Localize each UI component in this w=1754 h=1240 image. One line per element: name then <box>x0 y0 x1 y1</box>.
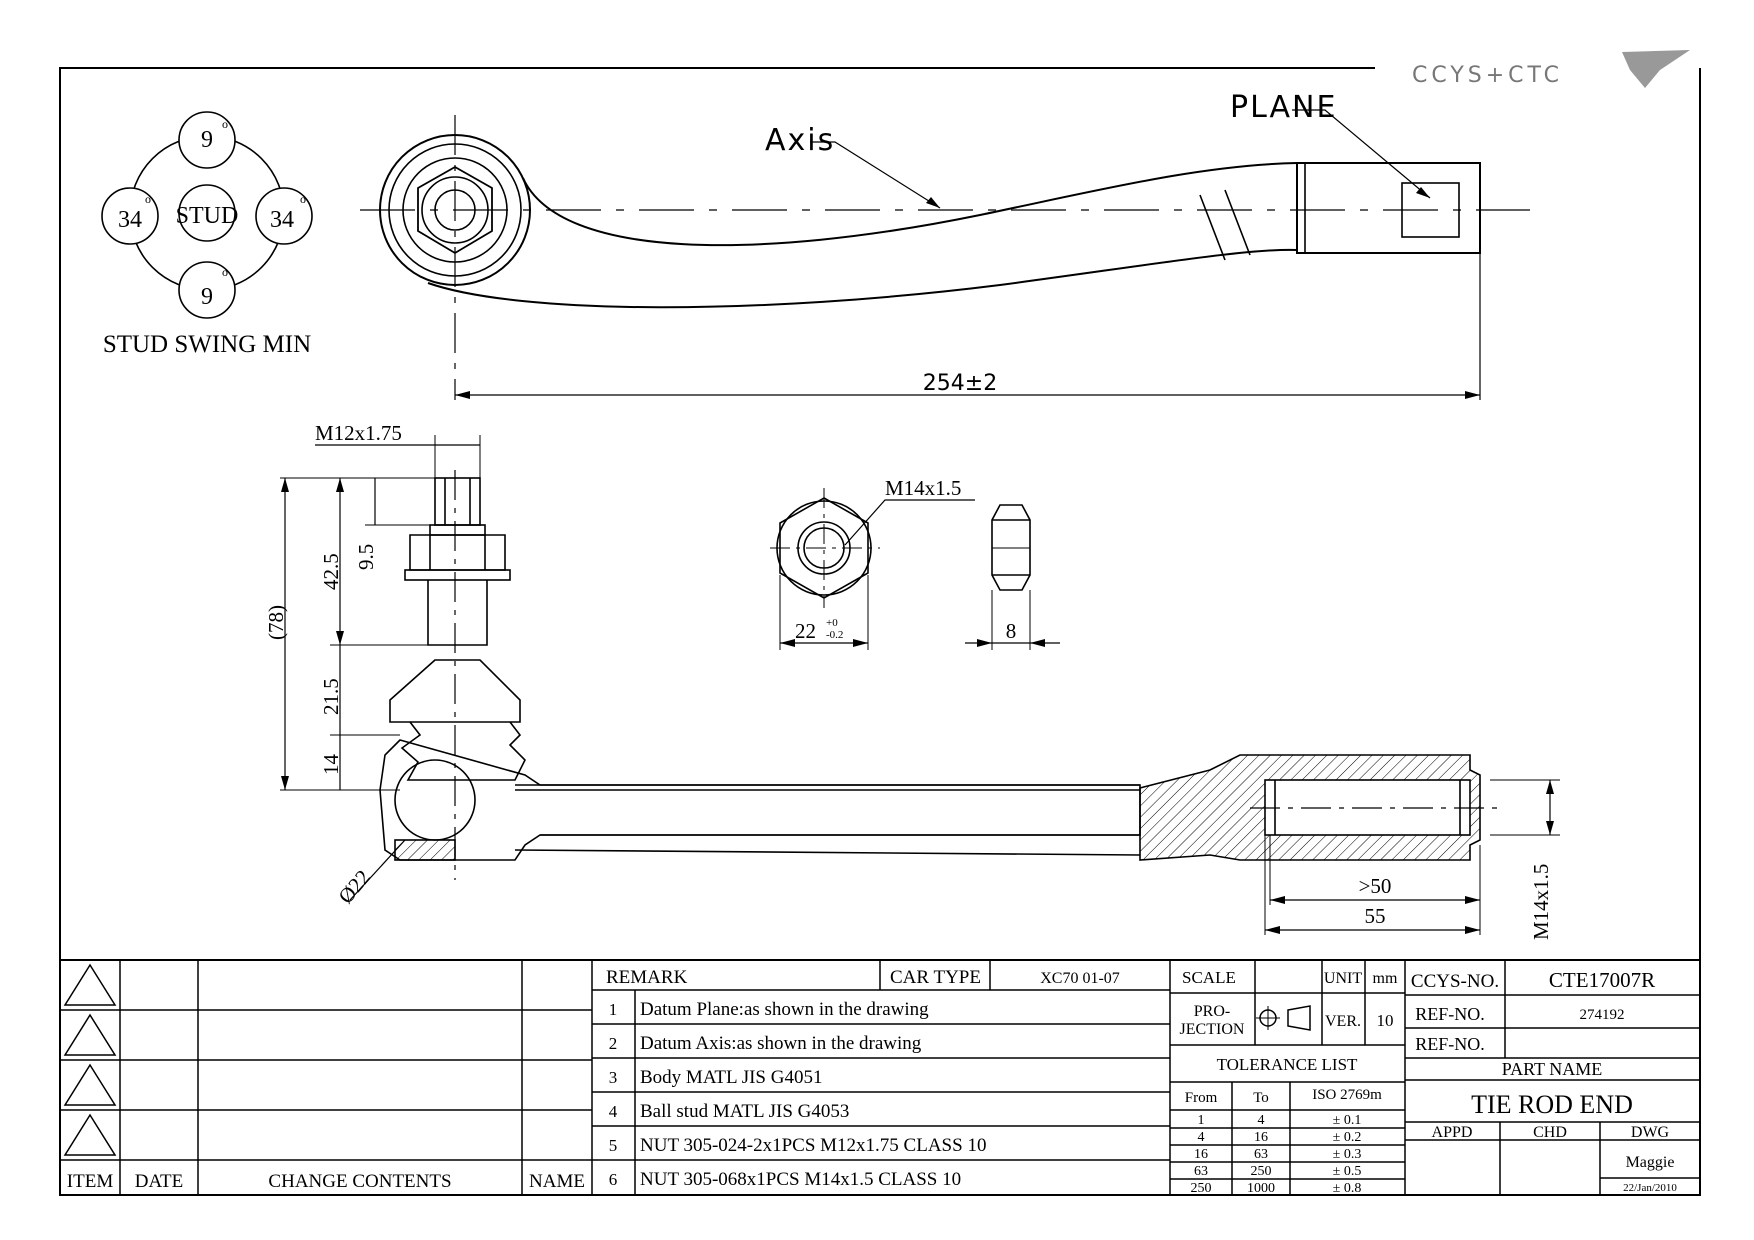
title-block <box>1405 960 1700 1195</box>
remark-num: 1 <box>609 1000 618 1019</box>
col-date: DATE <box>135 1171 184 1192</box>
svg-text:o: o <box>145 192 151 206</box>
remarks-table <box>592 960 1171 1195</box>
col-item: ITEM <box>67 1171 114 1192</box>
appd-label: APPD <box>1432 1124 1473 1141</box>
version-value: 10 <box>1377 1011 1394 1030</box>
chd-label: CHD <box>1533 1124 1567 1141</box>
dim-50: >50 <box>1359 874 1392 898</box>
scale-label: SCALE <box>1182 968 1236 987</box>
tol-header: To <box>1253 1090 1269 1106</box>
swing-top: 9 <box>201 127 213 153</box>
ref-no-label-2: REF-NO. <box>1415 1034 1485 1054</box>
tolerance-title: TOLERANCE LIST <box>1217 1055 1358 1074</box>
stud-label: STUD <box>176 203 239 229</box>
dim-21-5: 21.5 <box>319 678 343 715</box>
stud-swing-diagram <box>101 111 313 319</box>
projection-label: JECTION <box>1180 1021 1245 1038</box>
dim-42-5: 42.5 <box>319 553 343 590</box>
ball-diameter-dim: Ø22 <box>333 865 375 908</box>
tol-cell: 63 <box>1194 1164 1208 1179</box>
nut-thread-dim: M14x1.5 <box>885 476 961 500</box>
remark-text: NUT 305-068x1PCS M14x1.5 CLASS 10 <box>640 1169 961 1190</box>
dwg-label: DWG <box>1631 1124 1670 1141</box>
tol-cell: ± 0.5 <box>1333 1164 1362 1179</box>
tol-cell: 16 <box>1254 1130 1268 1145</box>
swing-bottom: 9 <box>201 284 213 310</box>
remark-numbers: 1 2 3 4 5 6 <box>609 1000 618 1189</box>
dim-78: (78) <box>264 605 288 640</box>
version-label: VER. <box>1325 1013 1361 1030</box>
ccys-no-label: CCYS-NO. <box>1411 971 1499 992</box>
nut-tol-upper: +0 <box>826 617 838 629</box>
tol-cell: 63 <box>1254 1147 1268 1162</box>
col-name: NAME <box>529 1171 585 1192</box>
drawing-date: 22/Jan/2010 <box>1623 1182 1677 1194</box>
stud-swing-caption: STUD SWING MIN <box>103 331 311 358</box>
car-type-label: CAR TYPE <box>890 967 981 988</box>
drawn-by: Maggie <box>1626 1154 1675 1171</box>
remark-num: 3 <box>609 1068 618 1087</box>
ref-no-value: 274192 <box>1580 1007 1625 1023</box>
dim-9-5: 9.5 <box>354 544 378 570</box>
nut-tol-lower: -0.2 <box>826 629 843 641</box>
sheet-border <box>59 67 1701 1196</box>
svg-text:o: o <box>222 117 228 131</box>
unit-value: mm <box>1373 970 1398 987</box>
plane-label: PLANE <box>1230 90 1337 125</box>
ref-no-label: REF-NO. <box>1415 1004 1485 1024</box>
remark-title: REMARK <box>606 967 688 988</box>
tol-cell: 1 <box>1198 1113 1205 1128</box>
tol-cell: 4 <box>1198 1130 1205 1145</box>
dim-14: 14 <box>319 754 343 776</box>
tol-cell: 16 <box>1194 1147 1208 1162</box>
svg-text:o: o <box>300 192 306 206</box>
stud-thread-dim: M12x1.75 <box>315 421 402 445</box>
car-type-value: XC70 01-07 <box>1040 970 1120 987</box>
end-thread-dim: M14x1.5 <box>1529 864 1553 940</box>
remark-text: Datum Axis:as shown in the drawing <box>640 1033 922 1054</box>
ccys-no-value: CTE17007R <box>1549 968 1655 992</box>
tol-cell: ± 0.1 <box>1333 1113 1362 1128</box>
svg-text:o: o <box>222 265 228 279</box>
remark-text: Ball stud MATL JIS G4053 <box>640 1101 849 1122</box>
nut-thickness: 8 <box>1006 619 1017 643</box>
tol-cell: ± 0.3 <box>1333 1147 1362 1162</box>
remark-text: Body MATL JIS G4051 <box>640 1067 822 1088</box>
part-name-label: PART NAME <box>1502 1059 1602 1079</box>
tol-cell: ± 0.8 <box>1333 1181 1362 1196</box>
dim-55: 55 <box>1365 904 1386 928</box>
length-dimension: 254±2 <box>923 371 997 396</box>
svg-text:CCYS+CTC: CCYS+CTC <box>1412 63 1563 88</box>
axis-label: Axis <box>765 123 835 158</box>
side-view <box>280 435 1560 935</box>
tol-cell: 250 <box>1251 1164 1272 1179</box>
remark-num: 4 <box>609 1102 618 1121</box>
tol-header: From <box>1185 1090 1218 1106</box>
tol-cell: 1000 <box>1247 1181 1275 1196</box>
swing-left: 34 <box>118 207 142 233</box>
remark-text: NUT 305-024-2x1PCS M12x1.75 CLASS 10 <box>640 1135 986 1156</box>
remark-num: 2 <box>609 1034 618 1053</box>
projection-label: PRO- <box>1194 1003 1230 1020</box>
tol-cell: ± 0.2 <box>1333 1130 1362 1145</box>
top-view <box>360 109 1530 400</box>
nut-across-flats: 22 <box>795 619 816 643</box>
tol-cell: 250 <box>1191 1181 1212 1196</box>
remark-num: 6 <box>609 1170 618 1189</box>
tol-cell: 4 <box>1258 1113 1265 1128</box>
unit-label: UNIT <box>1324 970 1362 987</box>
swing-right: 34 <box>270 207 294 233</box>
tol-header: ISO 2769m <box>1312 1087 1382 1103</box>
remark-text: Datum Plane:as shown in the drawing <box>640 999 929 1020</box>
remark-num: 5 <box>609 1136 618 1155</box>
company-logo: CCYS+CTC <box>1412 50 1690 88</box>
part-name-value: TIE ROD END <box>1471 1090 1633 1119</box>
scale-tolerance-block <box>1170 960 1406 1195</box>
nut-view <box>770 488 1060 650</box>
col-change: CHANGE CONTENTS <box>268 1171 451 1192</box>
